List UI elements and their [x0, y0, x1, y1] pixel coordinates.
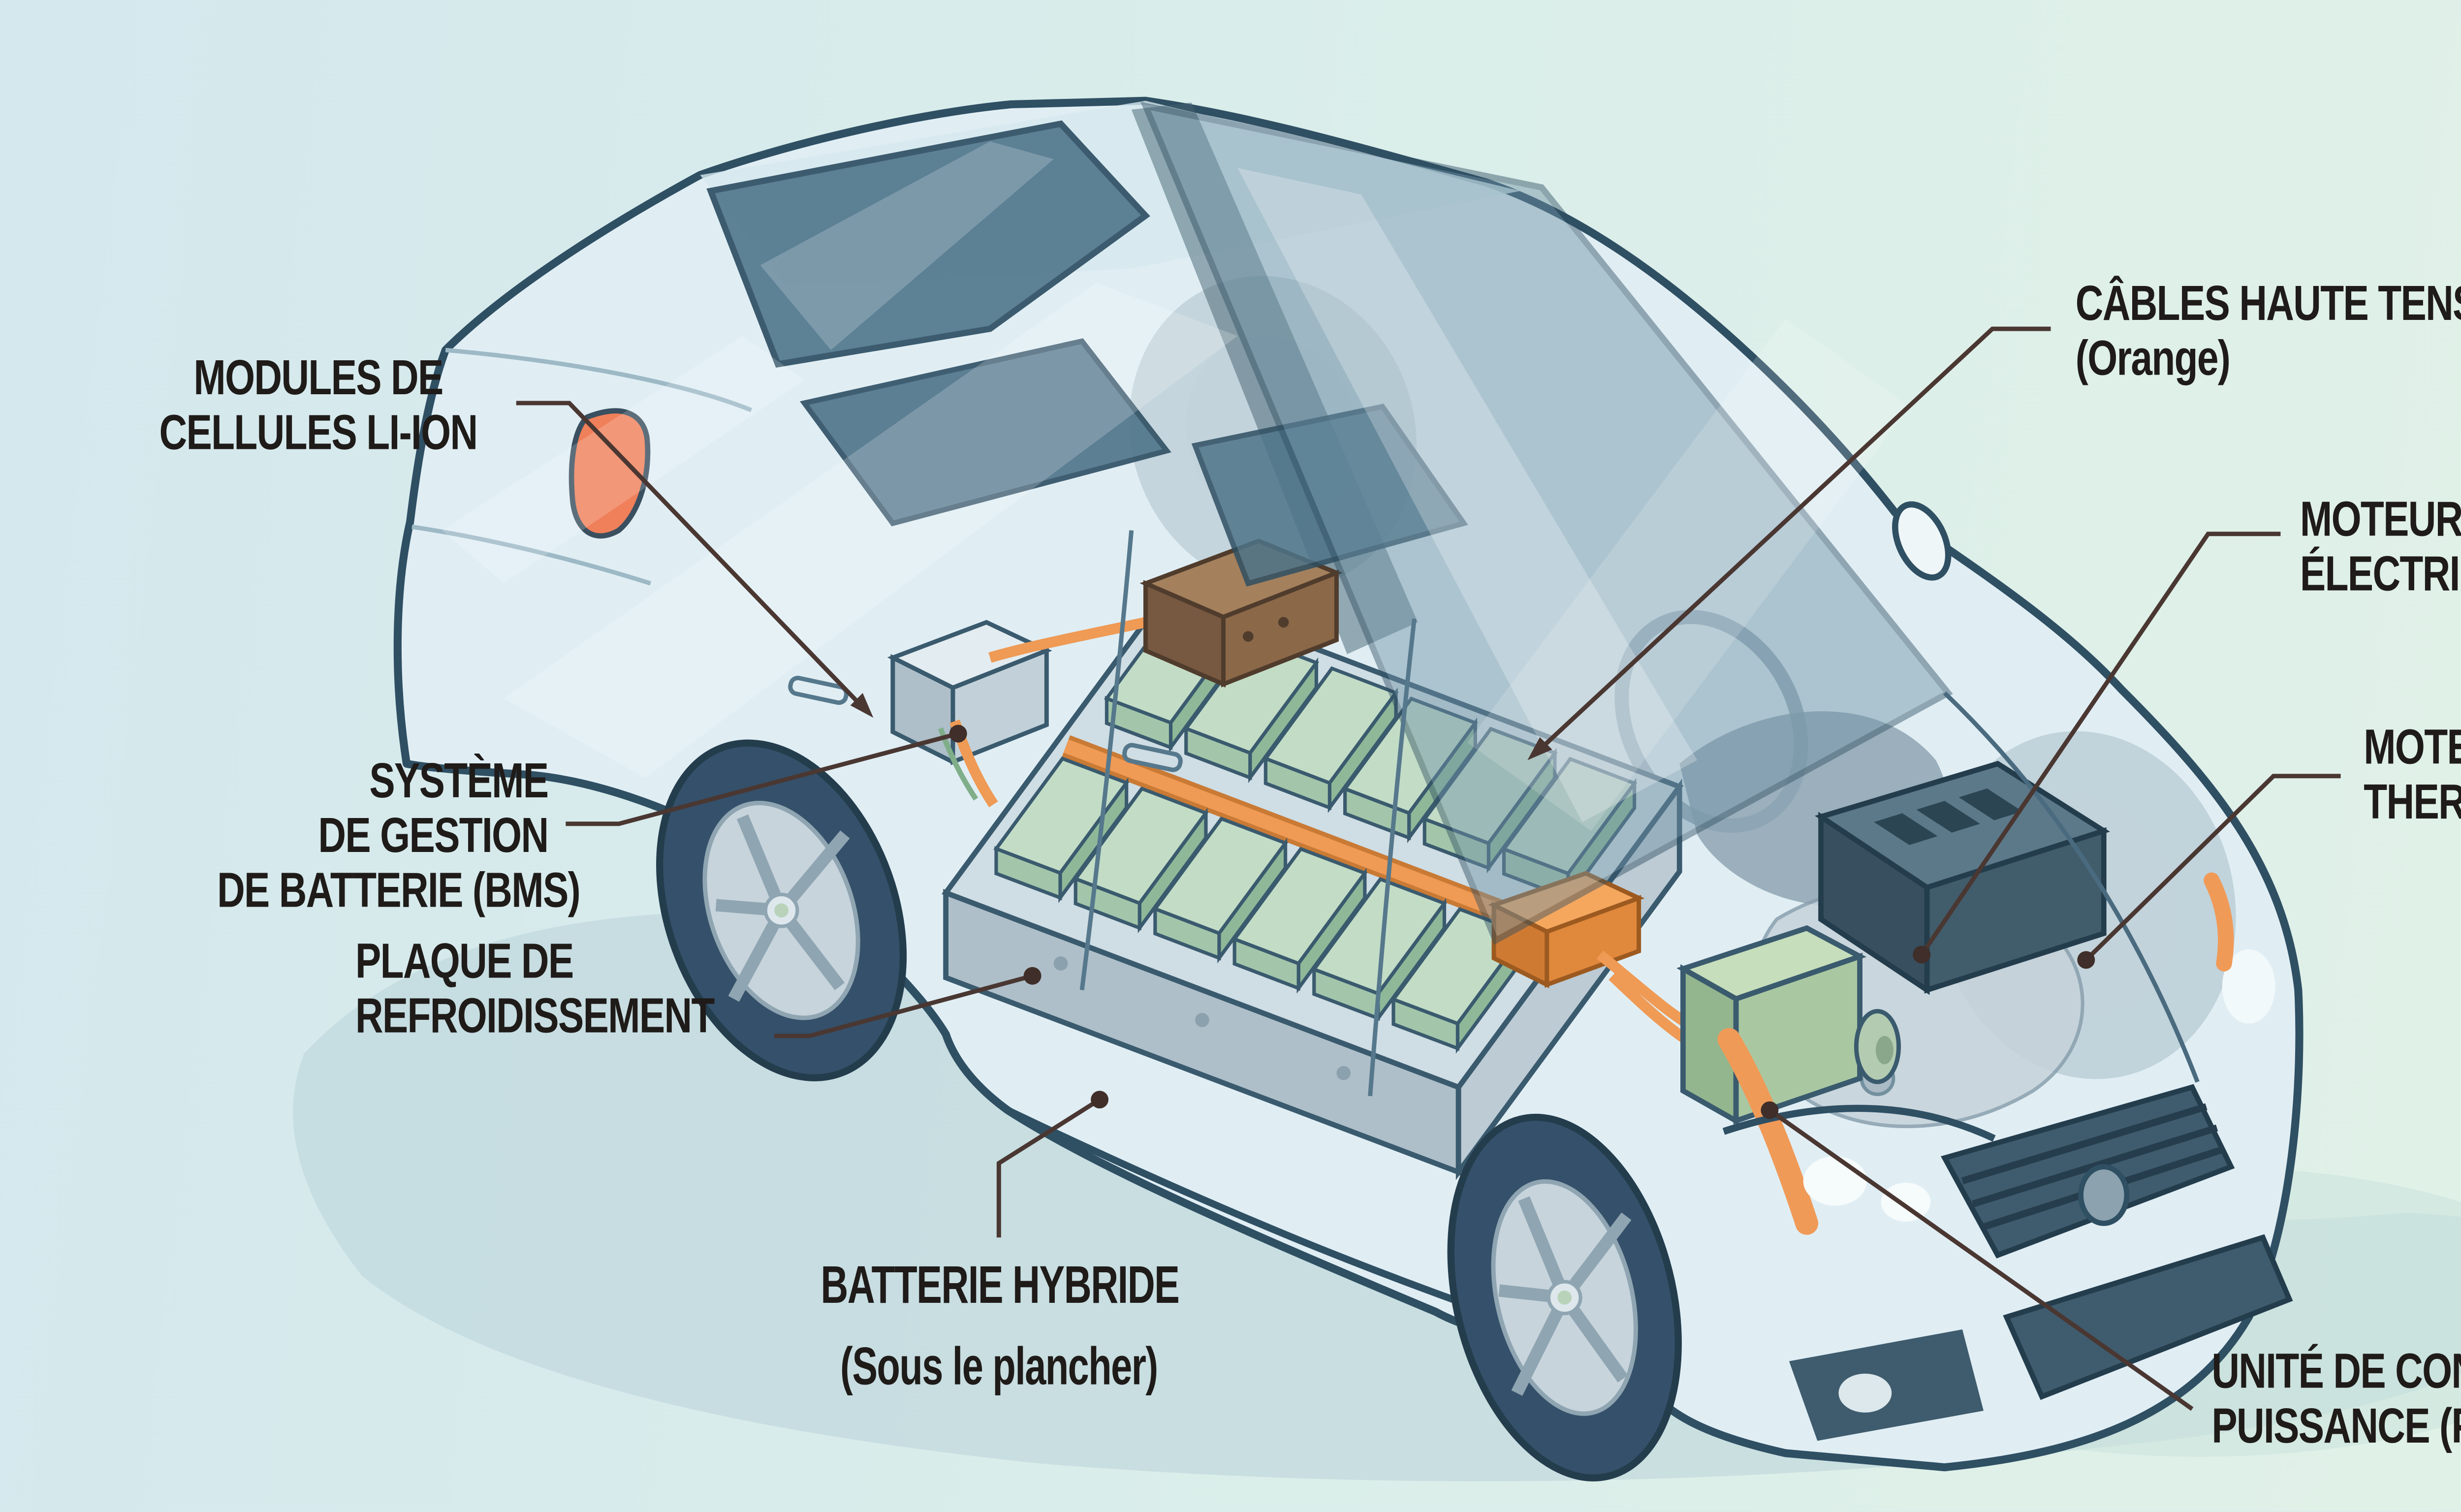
label-combustion-engine: MOTEUR THERMIQUE: [2364, 719, 2461, 829]
front-wheel: [1447, 1113, 1682, 1481]
headlight-left: [1803, 1156, 1867, 1206]
side-mirror: [1892, 501, 1952, 581]
leader-pcu: [1768, 1108, 2194, 1411]
bms-box: [1139, 538, 1343, 688]
windshield: [1140, 101, 1953, 945]
junction-box: [1488, 871, 1645, 988]
leader-cables: [1540, 326, 2051, 750]
hood-edge: [1943, 691, 2200, 1083]
rear-window: [706, 120, 1150, 368]
taillight: [568, 408, 651, 538]
label-cooling-plate: PLAQUE DE REFROIDISSEMENT: [355, 933, 715, 1043]
leader-lines: [516, 326, 2341, 1411]
label-pcu: UNITÉ DE CONTRÔLE DE PUISSANCE (PCU): [2211, 1343, 2461, 1453]
leader-cooling-plate: [774, 974, 1033, 1039]
headlight-brow: [1722, 1104, 1996, 1142]
windshield-reflection: [1237, 168, 1698, 822]
battery-module: [1231, 847, 1368, 966]
door-seam-front: [1368, 618, 1417, 1097]
rear-wheel: [656, 739, 907, 1081]
fog-lamp: [1838, 1373, 1892, 1413]
engine-cover: [1815, 760, 2110, 995]
hv-cable-channel: [1063, 739, 1571, 944]
door-seam-rear: [1079, 530, 1134, 990]
label-hybrid-battery: BATTERIE HYBRIDE (Sous le plancher): [820, 1257, 1180, 1397]
label-electric-motor: MOTEUR ÉLECTRIQUE: [2300, 491, 2461, 601]
headlight-right: [2222, 949, 2275, 1024]
pcu-box: [1676, 925, 1901, 1126]
battery-module: [1262, 666, 1399, 786]
rear-door-window: [800, 338, 1171, 527]
leader-combustion-engine: [2084, 774, 2341, 962]
brand-logo: [2078, 1164, 2130, 1226]
steering-wheel: [1614, 610, 1808, 833]
battery-module: [1342, 696, 1479, 816]
label-modules: MODULES DE CELLULES LI-ION: [159, 350, 478, 460]
glass: [706, 101, 1953, 945]
label-bms: SYSTÈME DE GESTION DE BATTERIE (BMS): [217, 753, 581, 918]
leader-modules: [516, 401, 863, 707]
front-details: [1717, 501, 2293, 1441]
leader-modules-arrow: [850, 693, 874, 718]
lower-intake: [2003, 1234, 2293, 1400]
battery-pack: [887, 538, 1732, 1180]
battery-module: [1152, 817, 1289, 936]
leader-bms: [566, 731, 959, 826]
door-handle: [788, 675, 849, 705]
battery-module: [1501, 756, 1638, 876]
rear-hv-cable: [988, 617, 1147, 663]
rear-details: [568, 408, 1417, 1097]
charger-box: [887, 620, 1052, 766]
front-door-window: [1191, 404, 1468, 587]
leader-electric-motor: [1920, 532, 2281, 956]
label-cables: CÂBLES HAUTE TENSION (Orange): [2075, 276, 2461, 386]
leader-cables-arrow: [1527, 737, 1552, 760]
battery-module: [1421, 726, 1558, 846]
door-handle-front: [1122, 743, 1183, 772]
leader-hybrid-battery: [996, 1098, 1101, 1238]
